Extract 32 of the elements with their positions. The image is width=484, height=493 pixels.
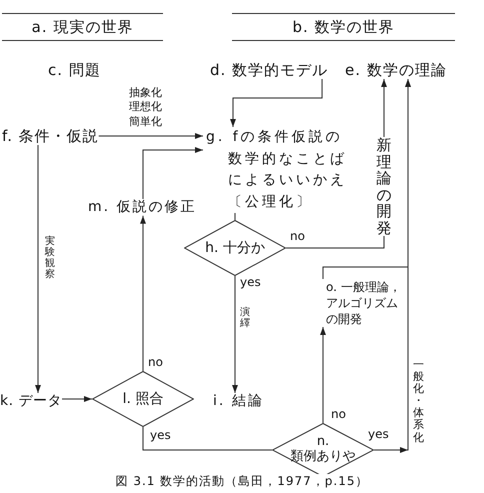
decision-diamond [92, 371, 194, 427]
arrow [230, 78, 323, 128]
decision-label: l. 照合 [122, 390, 164, 408]
band-title: a. 現実の世界 [32, 18, 134, 36]
arrow [98, 133, 204, 139]
step-label: f. 条件・仮説 [2, 127, 99, 145]
arrow [62, 396, 92, 402]
header-band [232, 13, 455, 41]
arrow [374, 78, 411, 453]
arrow [35, 144, 41, 394]
edge-label: 演繹 [240, 307, 250, 329]
arrow [320, 326, 326, 424]
header-band [2, 13, 163, 41]
decision-label: h. 十分か [205, 240, 265, 256]
arrow [140, 215, 146, 372]
connector-line [142, 426, 272, 450]
band-title: b. 数学の世界 [292, 18, 395, 36]
step-label: k. データ [0, 393, 62, 410]
step-text: o. 一般理論，アルゴリズムの開発 [318, 279, 406, 327]
connector-line [234, 212, 236, 220]
step-label: m. 仮説の修正 [88, 199, 197, 216]
arrow [232, 276, 238, 394]
step-label: i. 結論 [213, 393, 264, 410]
step-text: g. fの条件仮説の数学的なことばによるいいかえ〔公理化〕 [203, 127, 353, 213]
arrow [142, 147, 204, 200]
step-label: d. 数学的モデル [210, 61, 328, 79]
edge-label: 実験観察 [45, 236, 55, 280]
decision-diamond [184, 220, 286, 276]
decision-label: n. 類例ありや [290, 435, 356, 465]
edge-label: 新理論の開発 [376, 137, 392, 236]
step-label: c. 問題 [48, 61, 101, 79]
step-label: e. 数学の理論 [345, 61, 447, 79]
